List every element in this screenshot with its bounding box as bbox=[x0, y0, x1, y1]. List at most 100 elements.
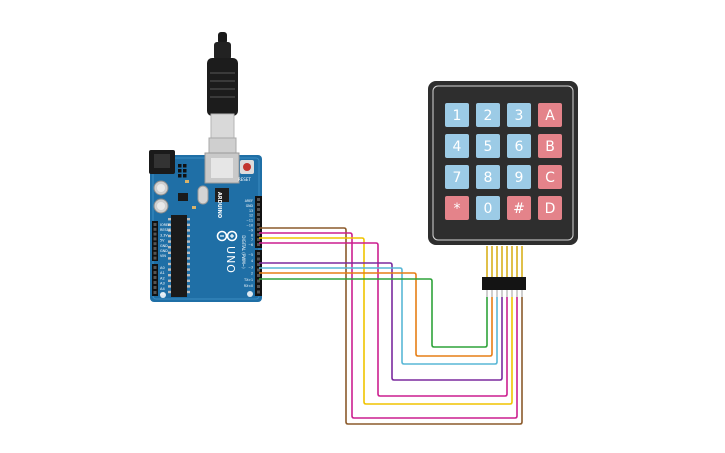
keypad-key-A[interactable]: A bbox=[538, 103, 562, 127]
analog-pin-label: A2 bbox=[160, 276, 165, 280]
key-label: 9 bbox=[515, 170, 524, 186]
wire-purple[interactable] bbox=[259, 262, 503, 381]
key-cap[interactable] bbox=[476, 134, 500, 158]
digital-pin-label: ~5 bbox=[248, 253, 253, 257]
wire-magenta-1[interactable] bbox=[259, 232, 518, 419]
header-pin-hole bbox=[257, 233, 260, 236]
key-cap[interactable] bbox=[538, 165, 562, 189]
mounting-hole bbox=[160, 292, 166, 298]
key-cap[interactable] bbox=[445, 134, 469, 158]
wire-magenta-2[interactable] bbox=[259, 242, 508, 397]
wire-orange[interactable] bbox=[259, 272, 493, 357]
keypad-key-#[interactable]: # bbox=[507, 196, 531, 220]
header-pin-hole bbox=[153, 251, 157, 255]
keypad-key-D[interactable]: D bbox=[538, 196, 562, 220]
ribbon-pin-tail bbox=[501, 289, 503, 297]
keypad-key-9[interactable]: 9 bbox=[507, 165, 531, 189]
chip-leg bbox=[187, 257, 190, 260]
analog-pin-label: A4 bbox=[160, 287, 165, 291]
key-label: 1 bbox=[453, 108, 462, 124]
header-pin-hole bbox=[257, 268, 260, 272]
header-pin-hole bbox=[257, 243, 260, 246]
chip-leg bbox=[168, 223, 171, 226]
key-cap[interactable] bbox=[507, 103, 531, 127]
capacitor-top bbox=[157, 184, 165, 192]
icsp-pin bbox=[178, 169, 182, 173]
digital-pin-label: ~11 bbox=[246, 219, 253, 223]
header-pin-hole bbox=[257, 285, 260, 288]
wire-green[interactable] bbox=[259, 278, 488, 348]
power-pin-label: GND bbox=[160, 249, 168, 253]
digital-pin-label: ~3 bbox=[248, 265, 253, 269]
digital-pin-label: ~9 bbox=[248, 228, 253, 232]
key-cap[interactable] bbox=[507, 196, 531, 220]
chip-leg bbox=[168, 246, 171, 249]
key-cap[interactable] bbox=[507, 165, 531, 189]
digital-pin-label: 7 bbox=[251, 238, 253, 242]
keypad-key-4[interactable]: 4 bbox=[445, 134, 469, 158]
keypad-key-C[interactable]: C bbox=[538, 165, 562, 189]
chip-leg bbox=[187, 290, 190, 294]
ribbon-pin-tail bbox=[506, 289, 508, 297]
mounting-hole bbox=[247, 291, 253, 297]
key-cap[interactable] bbox=[445, 103, 469, 127]
chip-socket bbox=[168, 218, 190, 294]
key-label: # bbox=[513, 201, 525, 217]
ribbon-pin-tail bbox=[491, 289, 493, 297]
analog-pin-label: A1 bbox=[160, 271, 165, 275]
digital-pin-label: RX<0 bbox=[244, 284, 253, 288]
arduino-uno-board[interactable]: RESET UNO ARDUINO DIGITAL (PWM~) IORE bbox=[149, 150, 262, 302]
key-cap[interactable] bbox=[476, 196, 500, 220]
chip-leg bbox=[168, 285, 171, 288]
digital-header-upper bbox=[255, 196, 262, 248]
header-pin-hole bbox=[153, 223, 157, 226]
header-pin-hole bbox=[257, 238, 260, 241]
key-cap[interactable] bbox=[445, 196, 469, 220]
digital-pin-label: 13 bbox=[249, 209, 253, 213]
analog-header-labels: A0A1A2A3A4A5 bbox=[160, 266, 165, 296]
keypad-key-2[interactable]: 2 bbox=[476, 103, 500, 127]
keypad-key-6[interactable]: 6 bbox=[507, 134, 531, 158]
wire-yellow[interactable] bbox=[259, 237, 513, 405]
key-label: D bbox=[545, 201, 556, 217]
keypad-key-1[interactable]: 1 bbox=[445, 103, 469, 127]
key-cap[interactable] bbox=[538, 103, 562, 127]
power-pin-label: IOREF bbox=[160, 223, 170, 227]
ribbon-pin-tail bbox=[516, 289, 518, 297]
reset-button-cap[interactable] bbox=[243, 163, 251, 171]
chip-leg bbox=[168, 262, 171, 266]
key-label: * bbox=[454, 201, 461, 217]
chip-leg bbox=[187, 246, 190, 249]
wire-cyan[interactable] bbox=[259, 267, 498, 365]
chip-leg bbox=[187, 234, 190, 238]
chip-leg bbox=[168, 290, 171, 294]
ribbon-pin-tail bbox=[496, 289, 498, 297]
keypad-key-*[interactable]: * bbox=[445, 196, 469, 220]
keypad-key-3[interactable]: 3 bbox=[507, 103, 531, 127]
wire-brown[interactable] bbox=[259, 227, 523, 425]
key-cap[interactable] bbox=[445, 165, 469, 189]
chip-leg bbox=[187, 229, 190, 232]
key-cap[interactable] bbox=[507, 134, 531, 158]
analog-pin-label: A0 bbox=[160, 266, 165, 270]
key-cap[interactable] bbox=[538, 196, 562, 220]
keypad-key-8[interactable]: 8 bbox=[476, 165, 500, 189]
digital-pin-label: TX>1 bbox=[243, 278, 253, 282]
chip-leg bbox=[168, 234, 171, 238]
atmega-chip bbox=[171, 215, 187, 297]
keypad-frame-inner bbox=[432, 85, 574, 241]
icsp-pin bbox=[183, 174, 187, 178]
keypad-key-7[interactable]: 7 bbox=[445, 165, 469, 189]
icsp-header bbox=[178, 164, 187, 178]
key-cap[interactable] bbox=[476, 165, 500, 189]
keypad-key-B[interactable]: B bbox=[538, 134, 562, 158]
key-cap[interactable] bbox=[476, 103, 500, 127]
digital-pin-label: 2 bbox=[251, 272, 253, 276]
key-cap[interactable] bbox=[538, 134, 562, 158]
chip-leg bbox=[187, 218, 190, 221]
keypad-key-5[interactable]: 5 bbox=[476, 134, 500, 158]
keypad-key-0[interactable]: 0 bbox=[476, 196, 500, 220]
